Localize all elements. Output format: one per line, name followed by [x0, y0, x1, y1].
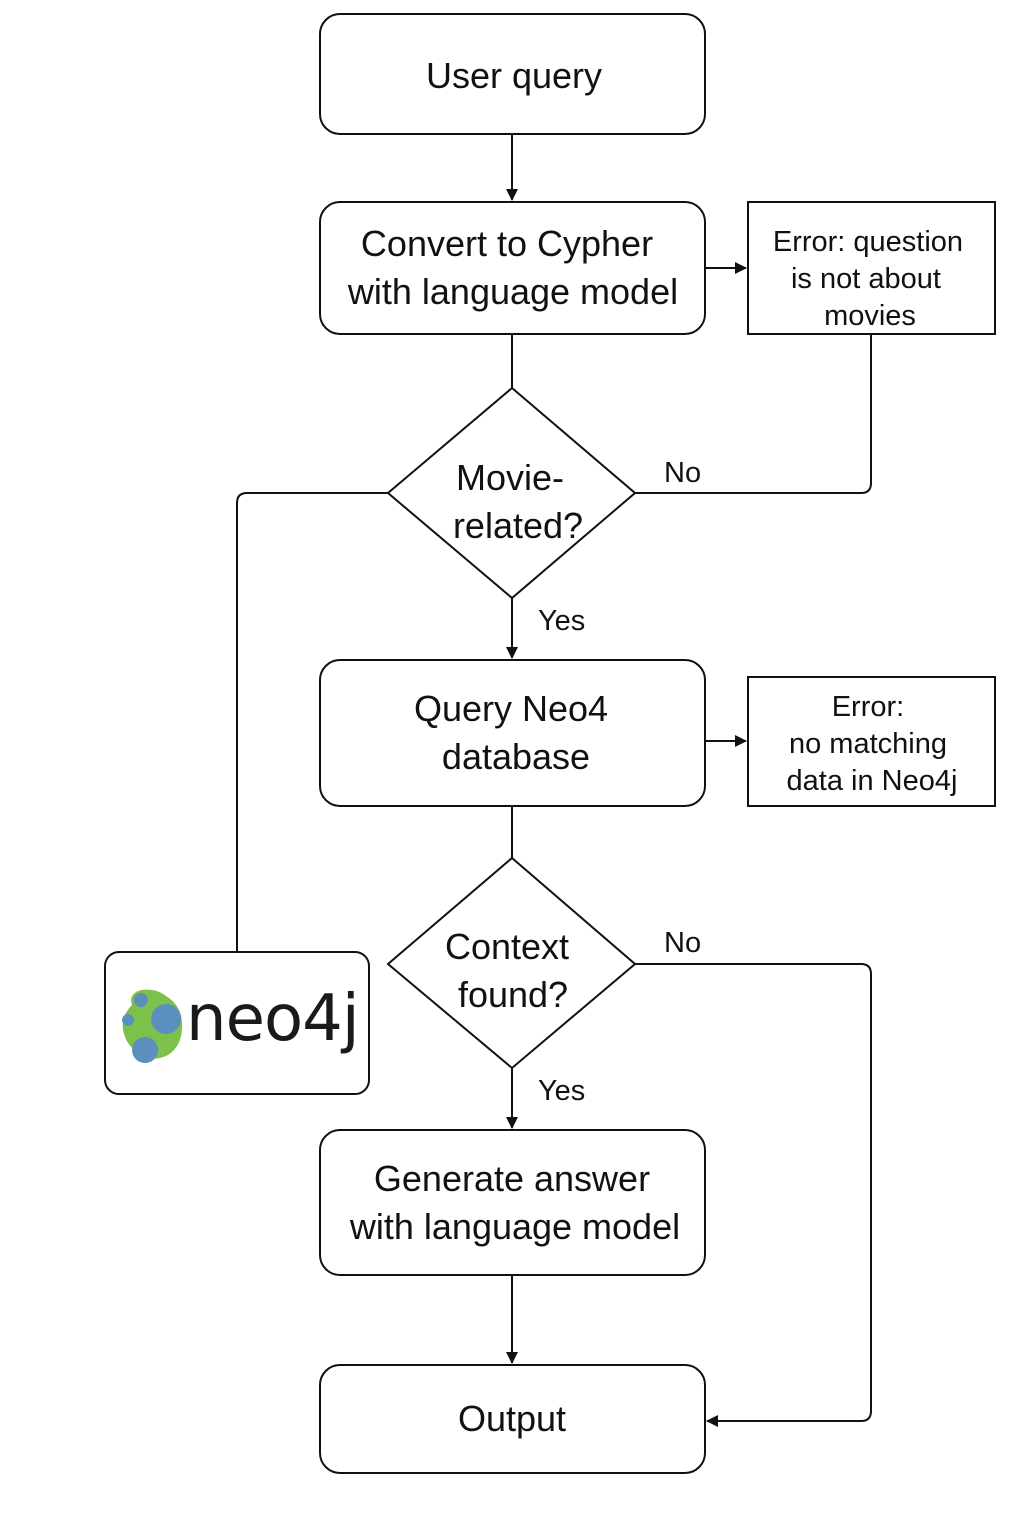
- svg-text:Movie- related?: Movie- related?: [453, 457, 583, 546]
- error-nodata-line-3: data in Neo4j: [787, 765, 958, 797]
- svg-text:Error: question is not a: Error: question is not about movies: [773, 226, 971, 332]
- edge-context-no-to-output: [635, 963, 872, 1427]
- node-generate-answer: Generate answer with language model: [319, 1129, 706, 1276]
- node-error-no-data: Error: no matching data in Neo4j: [747, 676, 996, 807]
- node-error-not-movies: Error: question is not about movies: [747, 201, 996, 335]
- decision-movie-related: Movie- related?: [386, 386, 637, 600]
- error-nodata-line-1: Error:: [832, 691, 905, 723]
- node-user-query: User query: [319, 13, 706, 135]
- neo4j-graph-icon: [122, 989, 183, 1063]
- edge-movie-no-to-error: [635, 335, 872, 494]
- error-movies-line-1: Error: question: [773, 226, 963, 258]
- label-context-yes: Yes: [538, 1075, 585, 1107]
- svg-text:User query: User query: [426, 55, 602, 96]
- decision-context-found: Context found?: [386, 856, 637, 1070]
- convert-line-1: Convert to Cypher: [361, 223, 653, 264]
- error-nodata-line-2: no matching: [789, 728, 947, 760]
- neo4j-node-left: [122, 1014, 134, 1026]
- generate-line-1: Generate answer: [374, 1158, 650, 1199]
- svg-text:Convert to Cypher with l: Convert to Cypher with language model: [347, 223, 678, 312]
- node-output: Output: [319, 1364, 706, 1474]
- query-db-line-2: database: [442, 736, 590, 777]
- node-query-neo4j: Query Neo4 database: [319, 659, 706, 807]
- generate-line-2: with language model: [349, 1206, 680, 1247]
- convert-line-2: with language model: [347, 271, 678, 312]
- svg-text:Generate answer with lan: Generate answer with language model: [349, 1158, 680, 1247]
- label-movie-no: No: [664, 457, 701, 489]
- movie-related-line-2: related?: [453, 505, 583, 546]
- neo4j-logo: neo4j: [104, 951, 370, 1095]
- context-found-line-1: Context: [445, 926, 569, 967]
- movie-related-line-1: Movie-: [456, 457, 564, 498]
- context-found-line-2: found?: [458, 974, 568, 1015]
- query-db-line-1: Query Neo4: [414, 688, 608, 729]
- svg-text:Error: no matching: Error: no matching data in Neo4j: [787, 691, 958, 797]
- user-query-text: User query: [426, 55, 602, 96]
- error-movies-line-3: movies: [824, 300, 916, 332]
- edge-movie-left-to-logo: [236, 492, 388, 952]
- error-movies-line-2: is not about: [791, 263, 941, 295]
- neo4j-logo-text: neo4j: [186, 982, 359, 1056]
- output-text: Output: [458, 1398, 566, 1439]
- svg-text:Query Neo4 database: Query Neo4 database: [414, 688, 618, 777]
- neo4j-node-top: [134, 993, 148, 1007]
- neo4j-node-bottom: [132, 1037, 158, 1063]
- svg-text:Output: Output: [458, 1398, 566, 1439]
- label-movie-yes: Yes: [538, 605, 585, 637]
- svg-text:Context found?: Context found?: [445, 926, 579, 1015]
- label-context-no: No: [664, 927, 701, 959]
- neo4j-node-right: [151, 1004, 181, 1034]
- node-convert-to-cypher: Convert to Cypher with language model: [319, 201, 706, 335]
